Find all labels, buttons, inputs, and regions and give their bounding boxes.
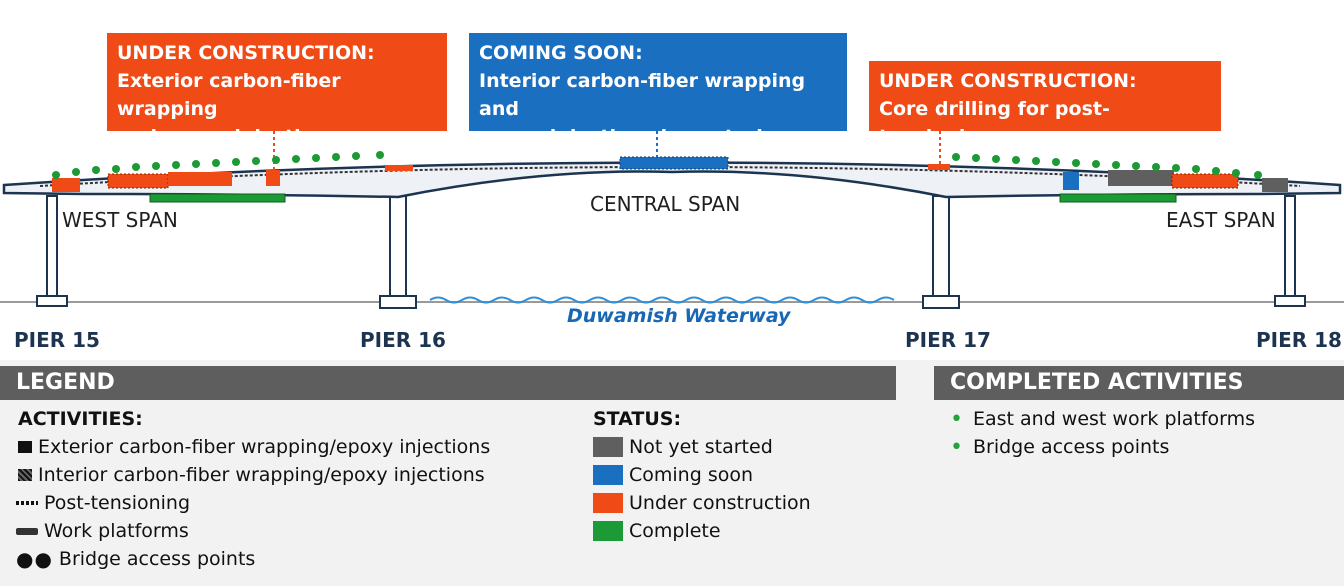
waterway-label: Duwamish Waterway <box>567 305 791 327</box>
pier-15-column <box>36 195 68 307</box>
status-swatch <box>593 493 623 513</box>
legend-status-label: Under construction <box>629 492 811 514</box>
pier-17-column <box>922 195 960 309</box>
legend-status-row: Coming soon <box>593 462 753 488</box>
legend-status-label: Complete <box>629 520 721 542</box>
water-waves <box>429 296 895 304</box>
dots-icon: ●● <box>16 547 53 571</box>
callout-exterior-wrapping: UNDER CONSTRUCTION: Exterior carbon-fibe… <box>107 33 447 148</box>
completed-item-label: Bridge access points <box>972 436 1170 458</box>
west-exterior-wrapping-segment <box>168 172 232 186</box>
status-swatch <box>593 465 623 485</box>
legend-activity-label: Interior carbon-fiber wrapping/epoxy inj… <box>38 464 485 486</box>
callout-core-drilling: UNDER CONSTRUCTION: Core drilling for po… <box>869 61 1221 148</box>
legend-status-row: Not yet started <box>593 434 773 460</box>
east-not-started-segment <box>1108 170 1174 186</box>
legend-status-label: Coming soon <box>629 464 754 486</box>
legend-status-label: Not yet started <box>629 436 773 458</box>
completed-title-bar: COMPLETED ACTIVITIES <box>934 366 1344 400</box>
status-swatch <box>593 437 623 457</box>
legend-activity-label: Post-tensioning <box>44 492 191 514</box>
legend-title-bar: LEGEND <box>0 366 896 400</box>
central-interior-wrapping-segment <box>619 156 729 170</box>
east-work-platform <box>1059 193 1177 203</box>
callout-status: UNDER CONSTRUCTION: <box>879 70 1137 92</box>
activities-heading: ACTIVITIES: <box>18 408 143 430</box>
west-interior-wrapping-segment <box>107 173 169 189</box>
callout-line: epoxy injections in central span <box>479 126 821 148</box>
completed-item: • Bridge access points <box>950 434 1169 460</box>
legend-activity-row: Work platforms <box>16 518 189 544</box>
west-access-points <box>52 151 384 179</box>
legend-activity-row: Post-tensioning <box>16 490 190 516</box>
callout-interior-wrapping: COMING SOON: Interior carbon-fiber wrapp… <box>469 33 847 148</box>
east-not-started-segment <box>1262 178 1288 192</box>
legend-activity-row: Exterior carbon-fiber wrapping/epoxy inj… <box>18 434 490 460</box>
legend-status-row: Under construction <box>593 490 811 516</box>
pier-17-label: PIER 17 <box>905 328 991 352</box>
central-span-label: CENTRAL SPAN <box>590 192 741 216</box>
pier16-core-drilling-segment <box>385 165 413 171</box>
east-coming-soon-segment <box>1063 172 1079 190</box>
status-swatch <box>593 521 623 541</box>
dashed-line-icon <box>16 501 38 505</box>
bridge-diagram <box>0 131 1344 309</box>
pier-16-label: PIER 16 <box>360 328 446 352</box>
callout-line: Core drilling for post-tensioning <box>879 98 1110 148</box>
status-heading: STATUS: <box>593 408 682 430</box>
completed-item-label: East and west work platforms <box>972 408 1256 430</box>
callout-line: Exterior carbon-fiber wrapping <box>117 70 341 120</box>
east-span-label: EAST SPAN <box>1166 208 1276 232</box>
west-span-label: WEST SPAN <box>62 208 178 232</box>
legend-activity-row: Interior carbon-fiber wrapping/epoxy inj… <box>18 462 485 488</box>
legend-activity-label: Bridge access points <box>58 548 256 570</box>
pier-15-label: PIER 15 <box>14 328 100 352</box>
bullet-dot-icon: • <box>950 406 963 432</box>
pier-16-column <box>379 195 417 309</box>
platform-bar-icon <box>16 527 38 535</box>
pier-18-column <box>1274 195 1306 307</box>
callout-line: Interior carbon-fiber wrapping and <box>479 70 806 120</box>
callout-line: and epoxy injections <box>117 126 339 148</box>
west-exterior-wrapping-segment <box>52 178 80 192</box>
legend-activity-row: ●● Bridge access points <box>16 546 255 572</box>
east-interior-wrapping-segment <box>1171 173 1239 189</box>
east-access-points <box>952 153 1262 179</box>
west-core-drilling-segment <box>266 170 280 186</box>
completed-item: • East and west work platforms <box>950 406 1255 432</box>
bullet-dot-icon: • <box>950 434 963 460</box>
solid-square-icon <box>18 441 32 453</box>
hatched-square-icon <box>18 469 32 481</box>
pier17-core-drilling-segment <box>928 164 950 170</box>
pier-18-label: PIER 18 <box>1256 328 1342 352</box>
callout-status: UNDER CONSTRUCTION: <box>117 42 375 64</box>
legend-status-row: Complete <box>593 518 721 544</box>
west-work-platform <box>149 193 286 203</box>
callout-status: COMING SOON: <box>479 42 643 64</box>
legend-activity-label: Work platforms <box>44 520 189 542</box>
legend-activity-label: Exterior carbon-fiber wrapping/epoxy inj… <box>38 436 491 458</box>
